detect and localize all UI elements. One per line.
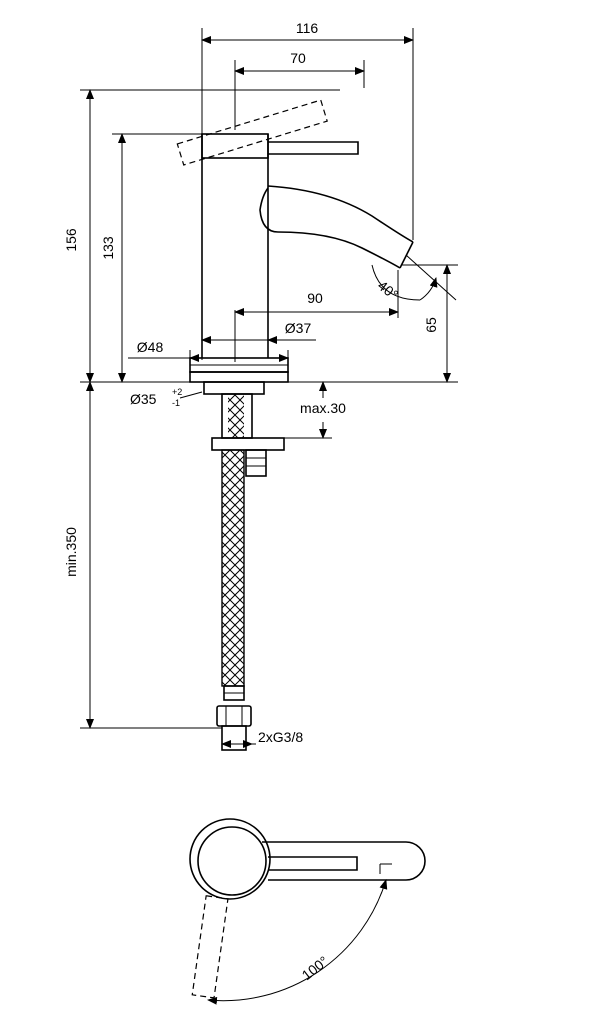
label-base-diameter: Ø48 [137, 339, 164, 355]
label-spout-height: 65 [423, 317, 439, 333]
label-hole-diameter: Ø35 [130, 391, 157, 407]
dim-min-hose: min.350 [63, 381, 222, 729]
label-hole-tol-minus: -1 [172, 398, 180, 408]
label-handle-height: 133 [100, 236, 116, 260]
plan-view: 100° [189, 818, 426, 1005]
dim-connection: 2xG3/8 [221, 729, 303, 748]
label-hole-tol-plus: +2 [172, 387, 182, 397]
label-overall-width: 116 [296, 20, 319, 36]
label-overall-height: 156 [63, 228, 79, 252]
label-max-deck: max.30 [300, 400, 346, 416]
dim-spout-angle: 40° [371, 254, 457, 303]
dim-max-deck: max.30 [284, 381, 346, 439]
label-body-diameter: Ø37 [285, 320, 312, 336]
label-connection: 2xG3/8 [258, 729, 303, 745]
elevation-view: 116 70 156 133 [63, 20, 458, 751]
under-counter-assembly [203, 381, 285, 751]
dim-spout-reach: 90 [234, 270, 399, 362]
dim-hole-diameter: Ø35 +2 -1 [130, 387, 203, 408]
label-handle-length: 70 [290, 50, 306, 66]
dim-spout-height: 65 [402, 264, 458, 383]
label-min-hose: min.350 [63, 527, 79, 577]
dim-handle-height: 133 [100, 133, 202, 383]
dim-base-diameter: Ø48 [128, 339, 289, 362]
label-spout-reach: 90 [307, 290, 323, 306]
label-rotation-angle: 100° [299, 953, 332, 983]
dim-handle-length: 70 [234, 50, 365, 130]
dim-overall-height: 156 [63, 89, 340, 383]
dim-body-diameter: Ø37 [201, 320, 316, 344]
